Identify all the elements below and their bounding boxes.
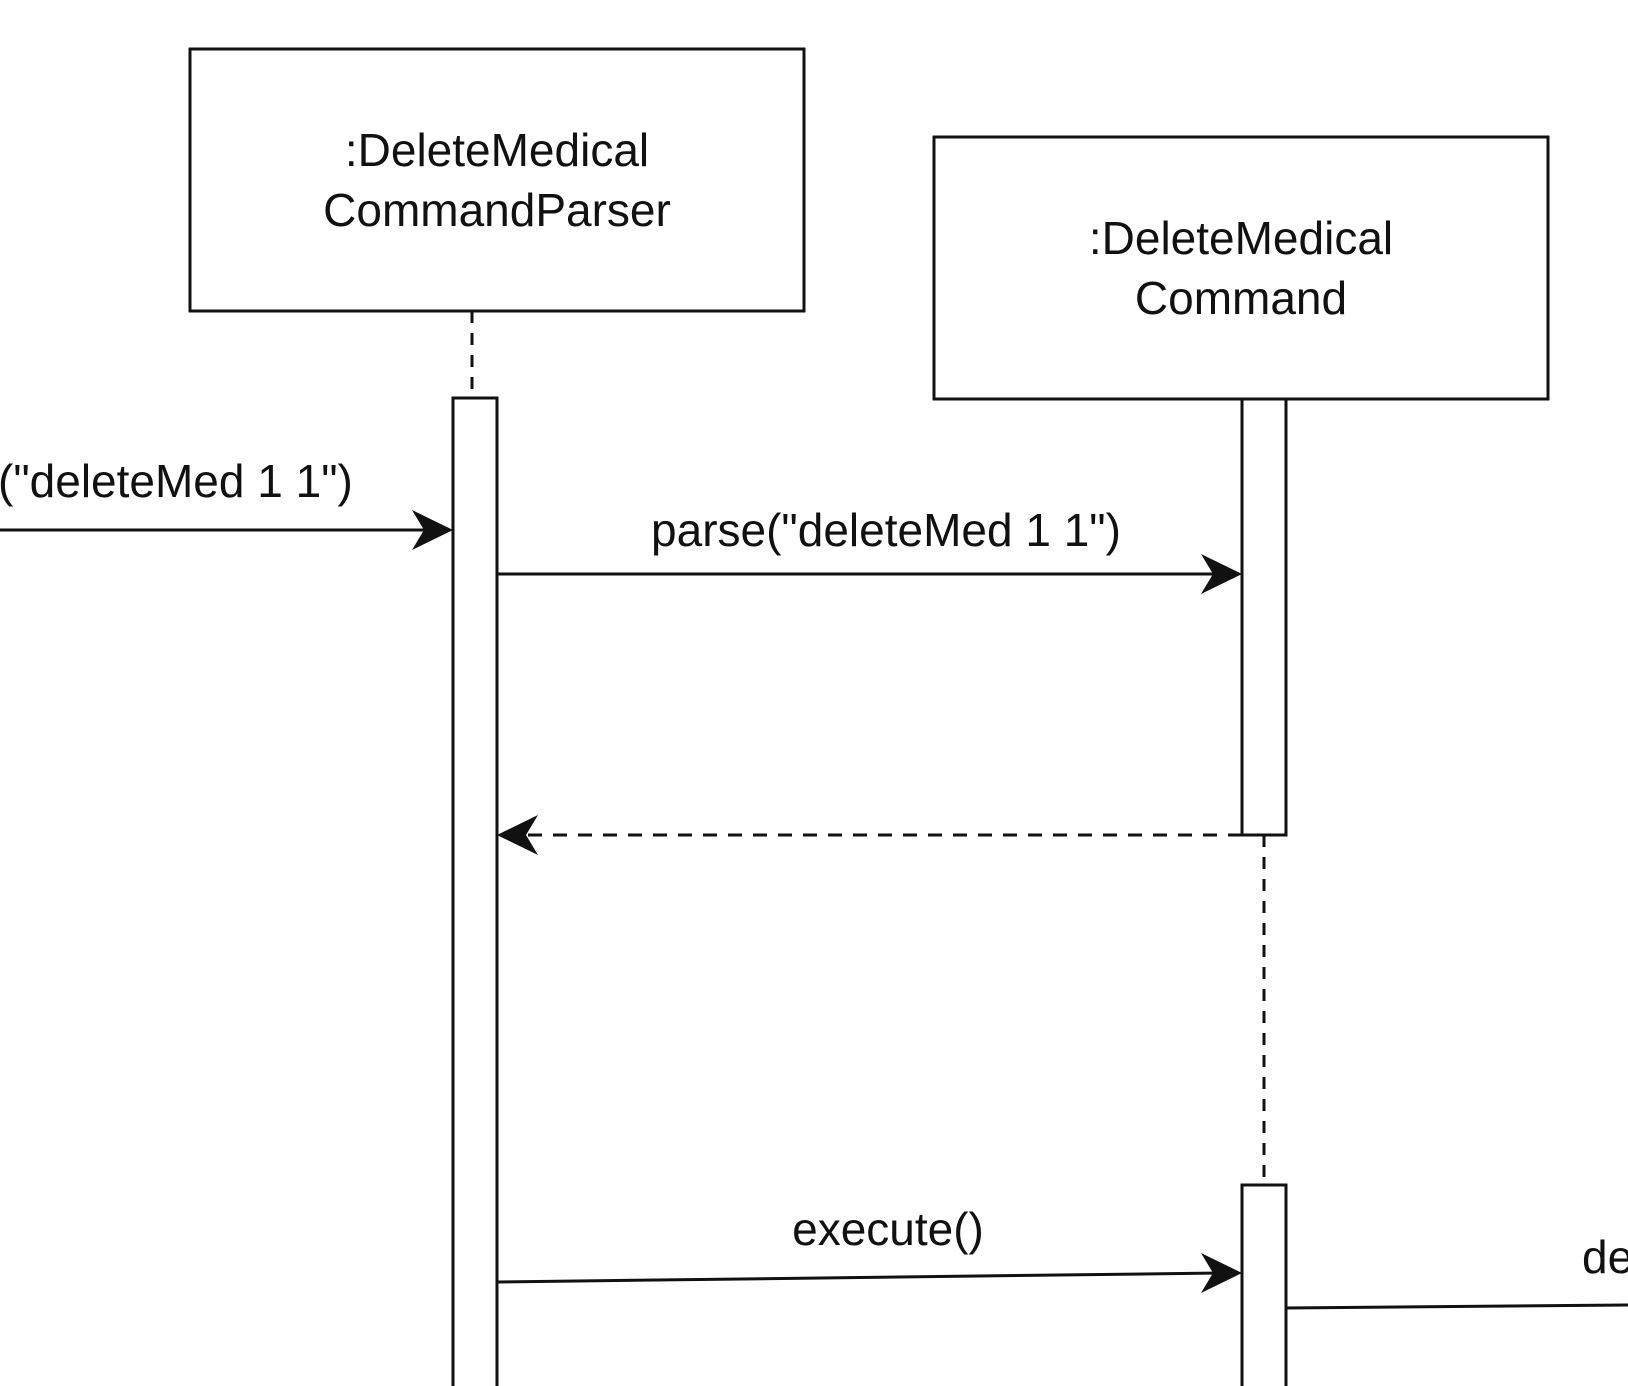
participant-command-name-line1: :DeleteMedical: [1089, 212, 1393, 264]
message-incoming-call: ("deleteMed 1 1"): [0, 455, 453, 550]
participant-command-name-line2: Command: [1135, 272, 1347, 324]
message-parse-call-arrowhead: [1201, 554, 1242, 594]
participant-parser-name-line1: :DeleteMedical: [345, 124, 649, 176]
participant-parser-box: [188, 47, 806, 313]
participant-parser-name-line2: CommandParser: [323, 184, 671, 236]
message-outgoing-call: de: [1285, 1231, 1628, 1310]
message-return: [497, 815, 1242, 855]
message-execute-call-line: [496, 1271, 1221, 1284]
message-outgoing-call-label: de: [1582, 1231, 1628, 1283]
message-execute-call: execute(): [496, 1203, 1242, 1293]
parser-activation-bar: [451, 396, 499, 1386]
message-parse-call-label: parse("deleteMed 1 1"): [651, 504, 1121, 556]
participant-command[interactable]: :DeleteMedical Command: [932, 135, 1550, 401]
participant-parser[interactable]: :DeleteMedical CommandParser: [188, 47, 806, 313]
command-activation-bar-2: [1240, 1183, 1288, 1386]
message-incoming-call-label: ("deleteMed 1 1"): [0, 455, 353, 507]
message-execute-call-label: execute(): [792, 1203, 984, 1255]
message-execute-call-arrowhead: [1201, 1253, 1242, 1293]
message-outgoing-call-line: [1285, 1303, 1628, 1310]
command-activation-bar-1: [1240, 397, 1288, 837]
participant-command-box: [932, 135, 1550, 401]
message-parse-call: parse("deleteMed 1 1"): [497, 504, 1242, 594]
message-return-arrowhead: [497, 815, 538, 855]
message-incoming-call-arrowhead: [412, 510, 453, 550]
